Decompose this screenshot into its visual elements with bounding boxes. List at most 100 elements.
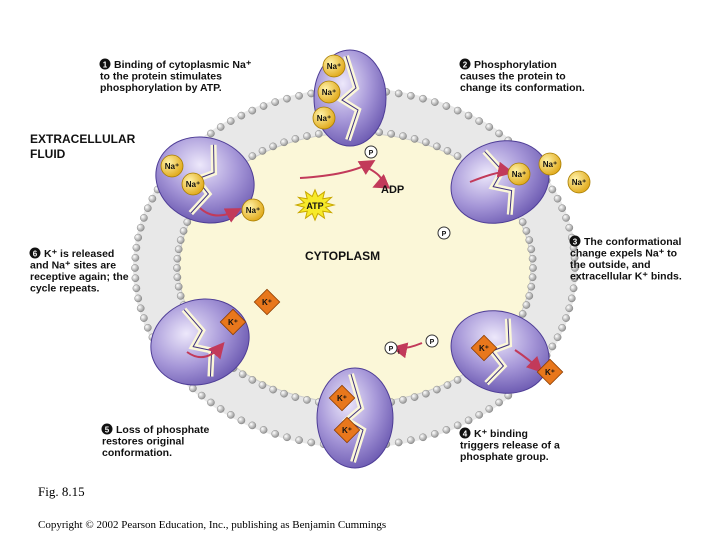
sodium-ion: Na⁺ <box>241 198 265 222</box>
phospholipid-head <box>176 236 185 244</box>
step-text-line: K⁺ is released <box>44 248 114 260</box>
step-number: 5 <box>105 426 110 435</box>
atp-molecule: ATP <box>294 188 336 222</box>
step-text-line: receptive again; the <box>30 271 129 283</box>
phospholipid-head <box>568 294 576 303</box>
phospholipid-head <box>553 194 562 203</box>
svg-text:K⁺: K⁺ <box>337 394 347 403</box>
phospholipid-head <box>248 152 257 160</box>
phospholipid-head <box>565 304 574 313</box>
svg-text:i: i <box>398 350 400 356</box>
phospholipid-head <box>143 323 152 332</box>
phospholipid-head <box>259 102 268 110</box>
phospholipid-head <box>303 396 311 404</box>
phospholipid-head <box>238 370 247 379</box>
phospholipid-head <box>248 421 257 430</box>
phospholipid-head <box>562 214 570 222</box>
phospholipid-head <box>453 152 462 160</box>
step-number: 4 <box>463 430 468 439</box>
phospholipid-head <box>518 218 527 226</box>
phospholipid-head <box>548 185 557 194</box>
phospholipid-head <box>485 405 494 413</box>
phospholipid-head <box>307 438 316 447</box>
phospholipid-head <box>295 436 303 445</box>
potassium-ion: K⁺ <box>328 384 356 412</box>
step-text-line: restores original <box>102 436 184 448</box>
sodium-ion: Na⁺ <box>507 162 531 186</box>
atp-label: ATP <box>306 201 323 211</box>
phospholipid-head <box>132 284 141 293</box>
step-text-line: change its conformation. <box>460 82 585 94</box>
svg-text:Na⁺: Na⁺ <box>317 114 331 123</box>
phosphate-group: P <box>425 334 439 348</box>
phospholipid-head <box>553 333 562 342</box>
sodium-ion: Na⁺ <box>567 170 591 194</box>
potassium-ion: K⁺ <box>219 308 247 336</box>
pump-protein-4 <box>316 367 394 469</box>
phospholipid-head <box>410 393 419 401</box>
phospholipid-head <box>528 273 537 282</box>
phospholipid-head <box>394 438 403 447</box>
phospholipid-head <box>216 123 225 131</box>
phospholipid-head <box>433 142 441 151</box>
potassium-ion: K⁺ <box>536 358 564 386</box>
pump-protein-2 <box>450 140 550 224</box>
phospholipid-head <box>258 147 267 155</box>
phospholipid-head <box>207 398 215 407</box>
step-number: 1 <box>103 61 108 70</box>
potassium-ion: K⁺ <box>253 288 281 316</box>
phospholipid-head <box>248 376 257 384</box>
phospholipid-head <box>131 274 140 283</box>
phospholipid-head <box>248 106 257 115</box>
phospholipid-head <box>407 436 415 445</box>
phospholipid-head <box>131 253 140 262</box>
phospholipid-head <box>269 385 277 394</box>
phospholipid-head <box>430 98 439 106</box>
inorganic-phosphate: P i <box>384 341 400 356</box>
phospholipid-head <box>216 405 225 413</box>
phospholipid-head <box>443 147 452 155</box>
svg-text:K⁺: K⁺ <box>228 318 238 327</box>
phospholipid-head <box>525 236 534 244</box>
phospholipid-head <box>271 98 280 106</box>
phospholipid-head <box>419 94 427 103</box>
phospholipid-head <box>134 233 142 242</box>
svg-text:Na⁺: Na⁺ <box>186 180 200 189</box>
phospholipid-head <box>495 398 503 407</box>
svg-text:K⁺: K⁺ <box>479 344 489 353</box>
step-text-line: Binding of cytoplasmic Na⁺ <box>114 59 252 71</box>
phospholipid-head <box>174 282 183 291</box>
phospholipid-head <box>237 111 246 120</box>
phospholipid-head <box>422 389 430 398</box>
phospholipid-head <box>136 223 145 232</box>
phospholipid-head <box>430 430 439 438</box>
sodium-ion: Na⁺ <box>160 154 184 178</box>
phospholipid-head <box>173 273 182 282</box>
reaction-arrows <box>186 159 543 373</box>
phospholipid-head <box>207 129 215 138</box>
phospholipid-head <box>176 292 185 300</box>
svg-text:K⁺: K⁺ <box>262 298 272 307</box>
phospholipid-head <box>258 381 267 389</box>
step-text-line: and Na⁺ sites are <box>30 260 116 272</box>
sodium-ion: Na⁺ <box>312 106 336 130</box>
phospholipid-head <box>174 245 183 254</box>
phospholipid-head <box>226 411 235 419</box>
phospholipid-head <box>226 117 235 125</box>
adp-label: ADP <box>381 184 404 196</box>
step-text-line: conformation. <box>102 447 172 459</box>
svg-text:Na⁺: Na⁺ <box>512 170 526 179</box>
step-text-line: change expels Na⁺ to <box>570 248 677 260</box>
svg-text:Na⁺: Na⁺ <box>322 88 336 97</box>
phospholipid-head <box>562 314 570 322</box>
svg-text:P: P <box>430 339 435 346</box>
svg-text:P: P <box>442 231 447 238</box>
phospholipid-head <box>528 254 537 263</box>
